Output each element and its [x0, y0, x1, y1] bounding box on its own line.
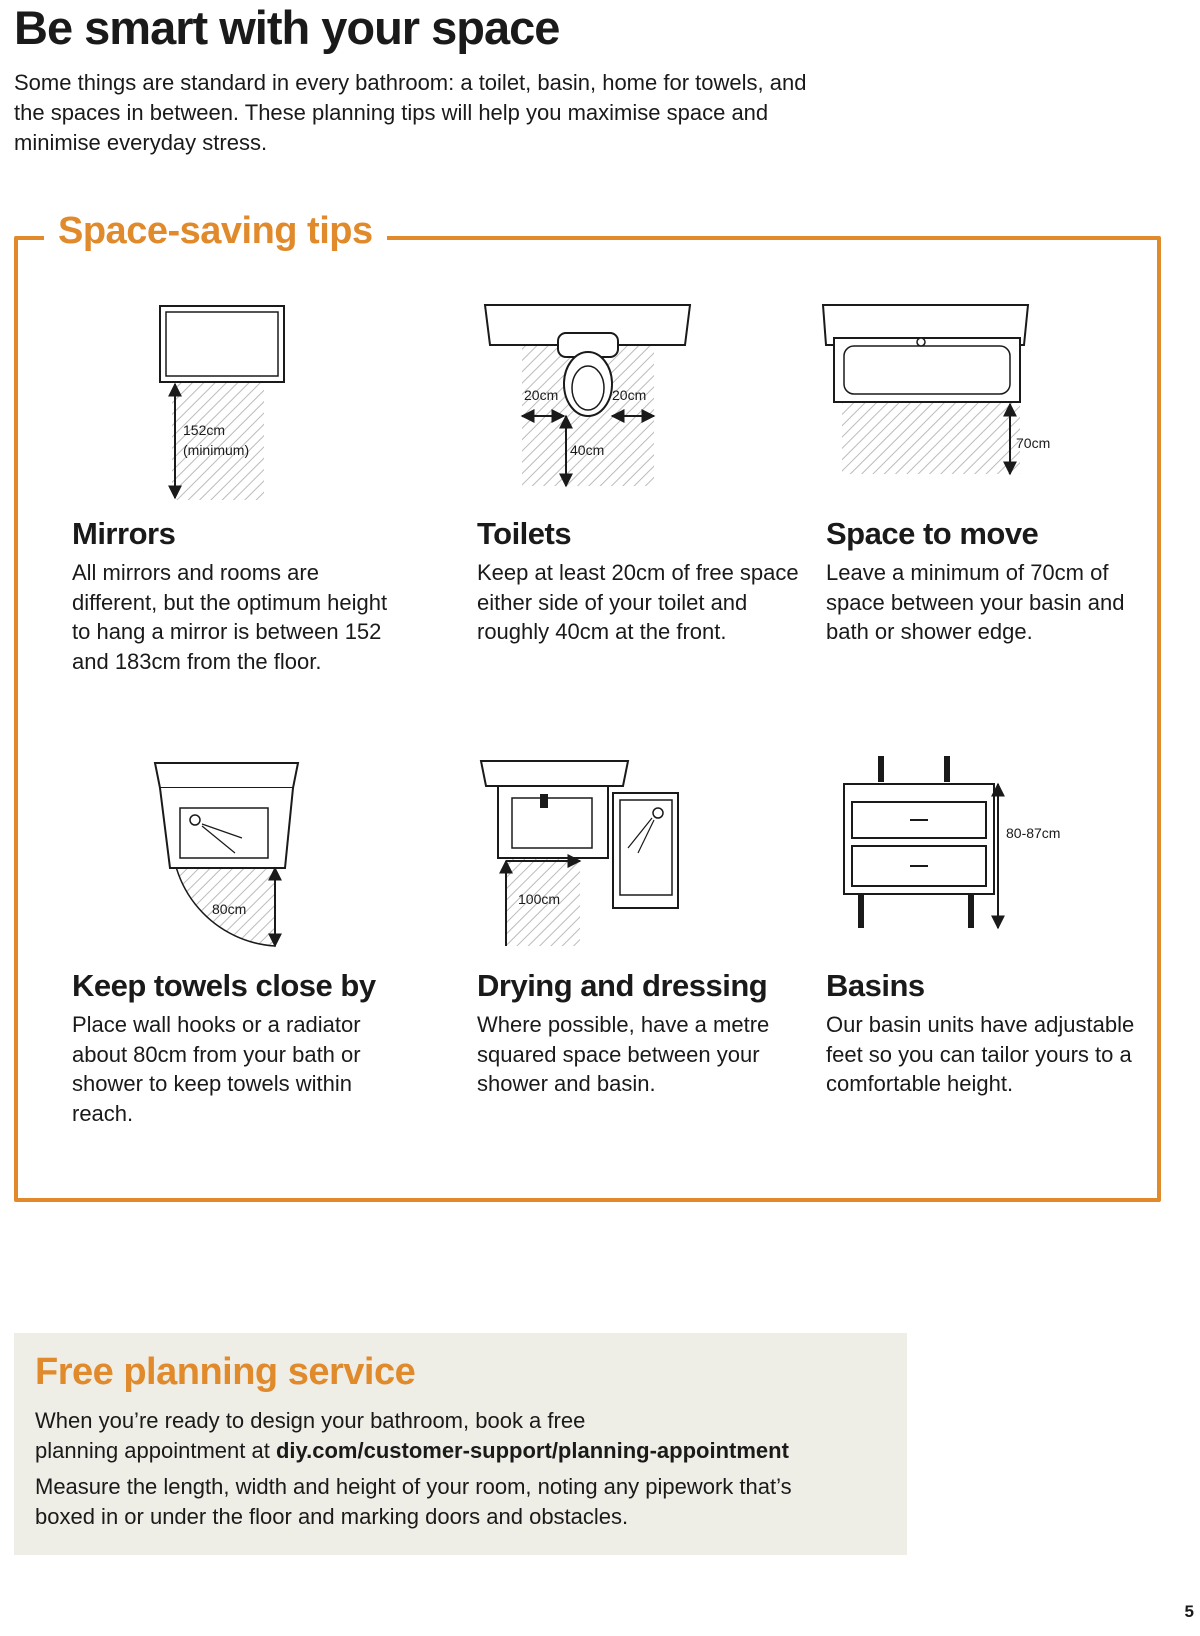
planning-line1: When you’re ready to design your bathroo… [35, 1408, 586, 1433]
mirror-label-minimum: (minimum) [183, 442, 249, 458]
planning-link[interactable]: diy.com/customer-support/planning-appoin… [275, 1438, 789, 1463]
tip-toilets: Toilets Keep at least 20cm of free space… [477, 516, 807, 647]
toilet-label-left: 20cm [524, 387, 558, 403]
tip-heading: Keep towels close by [72, 968, 376, 1003]
tip-heading: Mirrors [72, 516, 176, 551]
tip-space-to-move: Space to move Leave a minimum of 70cm of… [826, 516, 1156, 647]
tip-heading: Drying and dressing [477, 968, 768, 1003]
planning-line3: Measure the length, width and height of … [35, 1474, 792, 1529]
tip-text: All mirrors and rooms are different, but… [72, 560, 388, 674]
planning-line2-prefix: planning appointment at [35, 1438, 276, 1463]
tip-heading: Basins [826, 968, 925, 1003]
intro-text: Some things are standard in every bathro… [14, 70, 807, 155]
tip-basins: Basins Our basin units have adjustable f… [826, 968, 1156, 1099]
tip-text: Our basin units have adjustable feet so … [826, 1012, 1135, 1096]
tip-heading: Toilets [477, 516, 572, 551]
toilet-label-right: 20cm [612, 387, 646, 403]
tips-section-title: Space-saving tips [44, 210, 387, 253]
basin-shower-diagram-icon: 100cm [479, 760, 679, 946]
tips-box [14, 236, 1161, 1202]
page-number: 5 [1184, 1602, 1194, 1621]
tip-text: Where possible, have a metre squared spa… [477, 1012, 770, 1096]
basin-label: 80-87cm [1006, 825, 1060, 841]
tip-mirrors: Mirrors All mirrors and rooms are differ… [72, 516, 402, 676]
tip-towels: Keep towels close by Place wall hooks or… [72, 968, 402, 1128]
tip-heading: Space to move [826, 516, 1039, 551]
basin-unit-diagram-icon: 80-87cm [843, 756, 1060, 930]
bath-label: 70cm [1016, 435, 1050, 451]
tip-text: Place wall hooks or a radiator about 80c… [72, 1012, 361, 1126]
toilet-diagram-icon: 20cm 20cm 40cm [483, 304, 692, 488]
shower-towel-diagram-icon: 80cm [153, 762, 300, 948]
toilet-label-front: 40cm [570, 442, 604, 458]
tip-text: Leave a minimum of 70cm of space between… [826, 560, 1125, 644]
mirror-diagram-icon: 152cm (minimum) [159, 305, 285, 500]
bath-diagram-icon: 70cm [821, 304, 1050, 476]
planning-title: Free planning service [35, 1351, 416, 1393]
planning-service-panel: Free planning service When you’re ready … [14, 1333, 907, 1555]
towel-label: 80cm [212, 901, 246, 917]
tip-drying: Drying and dressing Where possible, have… [477, 968, 807, 1099]
tip-text: Keep at least 20cm of free space either … [477, 560, 799, 644]
drying-label: 100cm [518, 891, 560, 907]
mirror-label-height: 152cm [183, 422, 225, 438]
page-title: Be smart with your space [14, 1, 560, 54]
planning-line2: planning appointment at diy.com/customer… [35, 1436, 905, 1466]
